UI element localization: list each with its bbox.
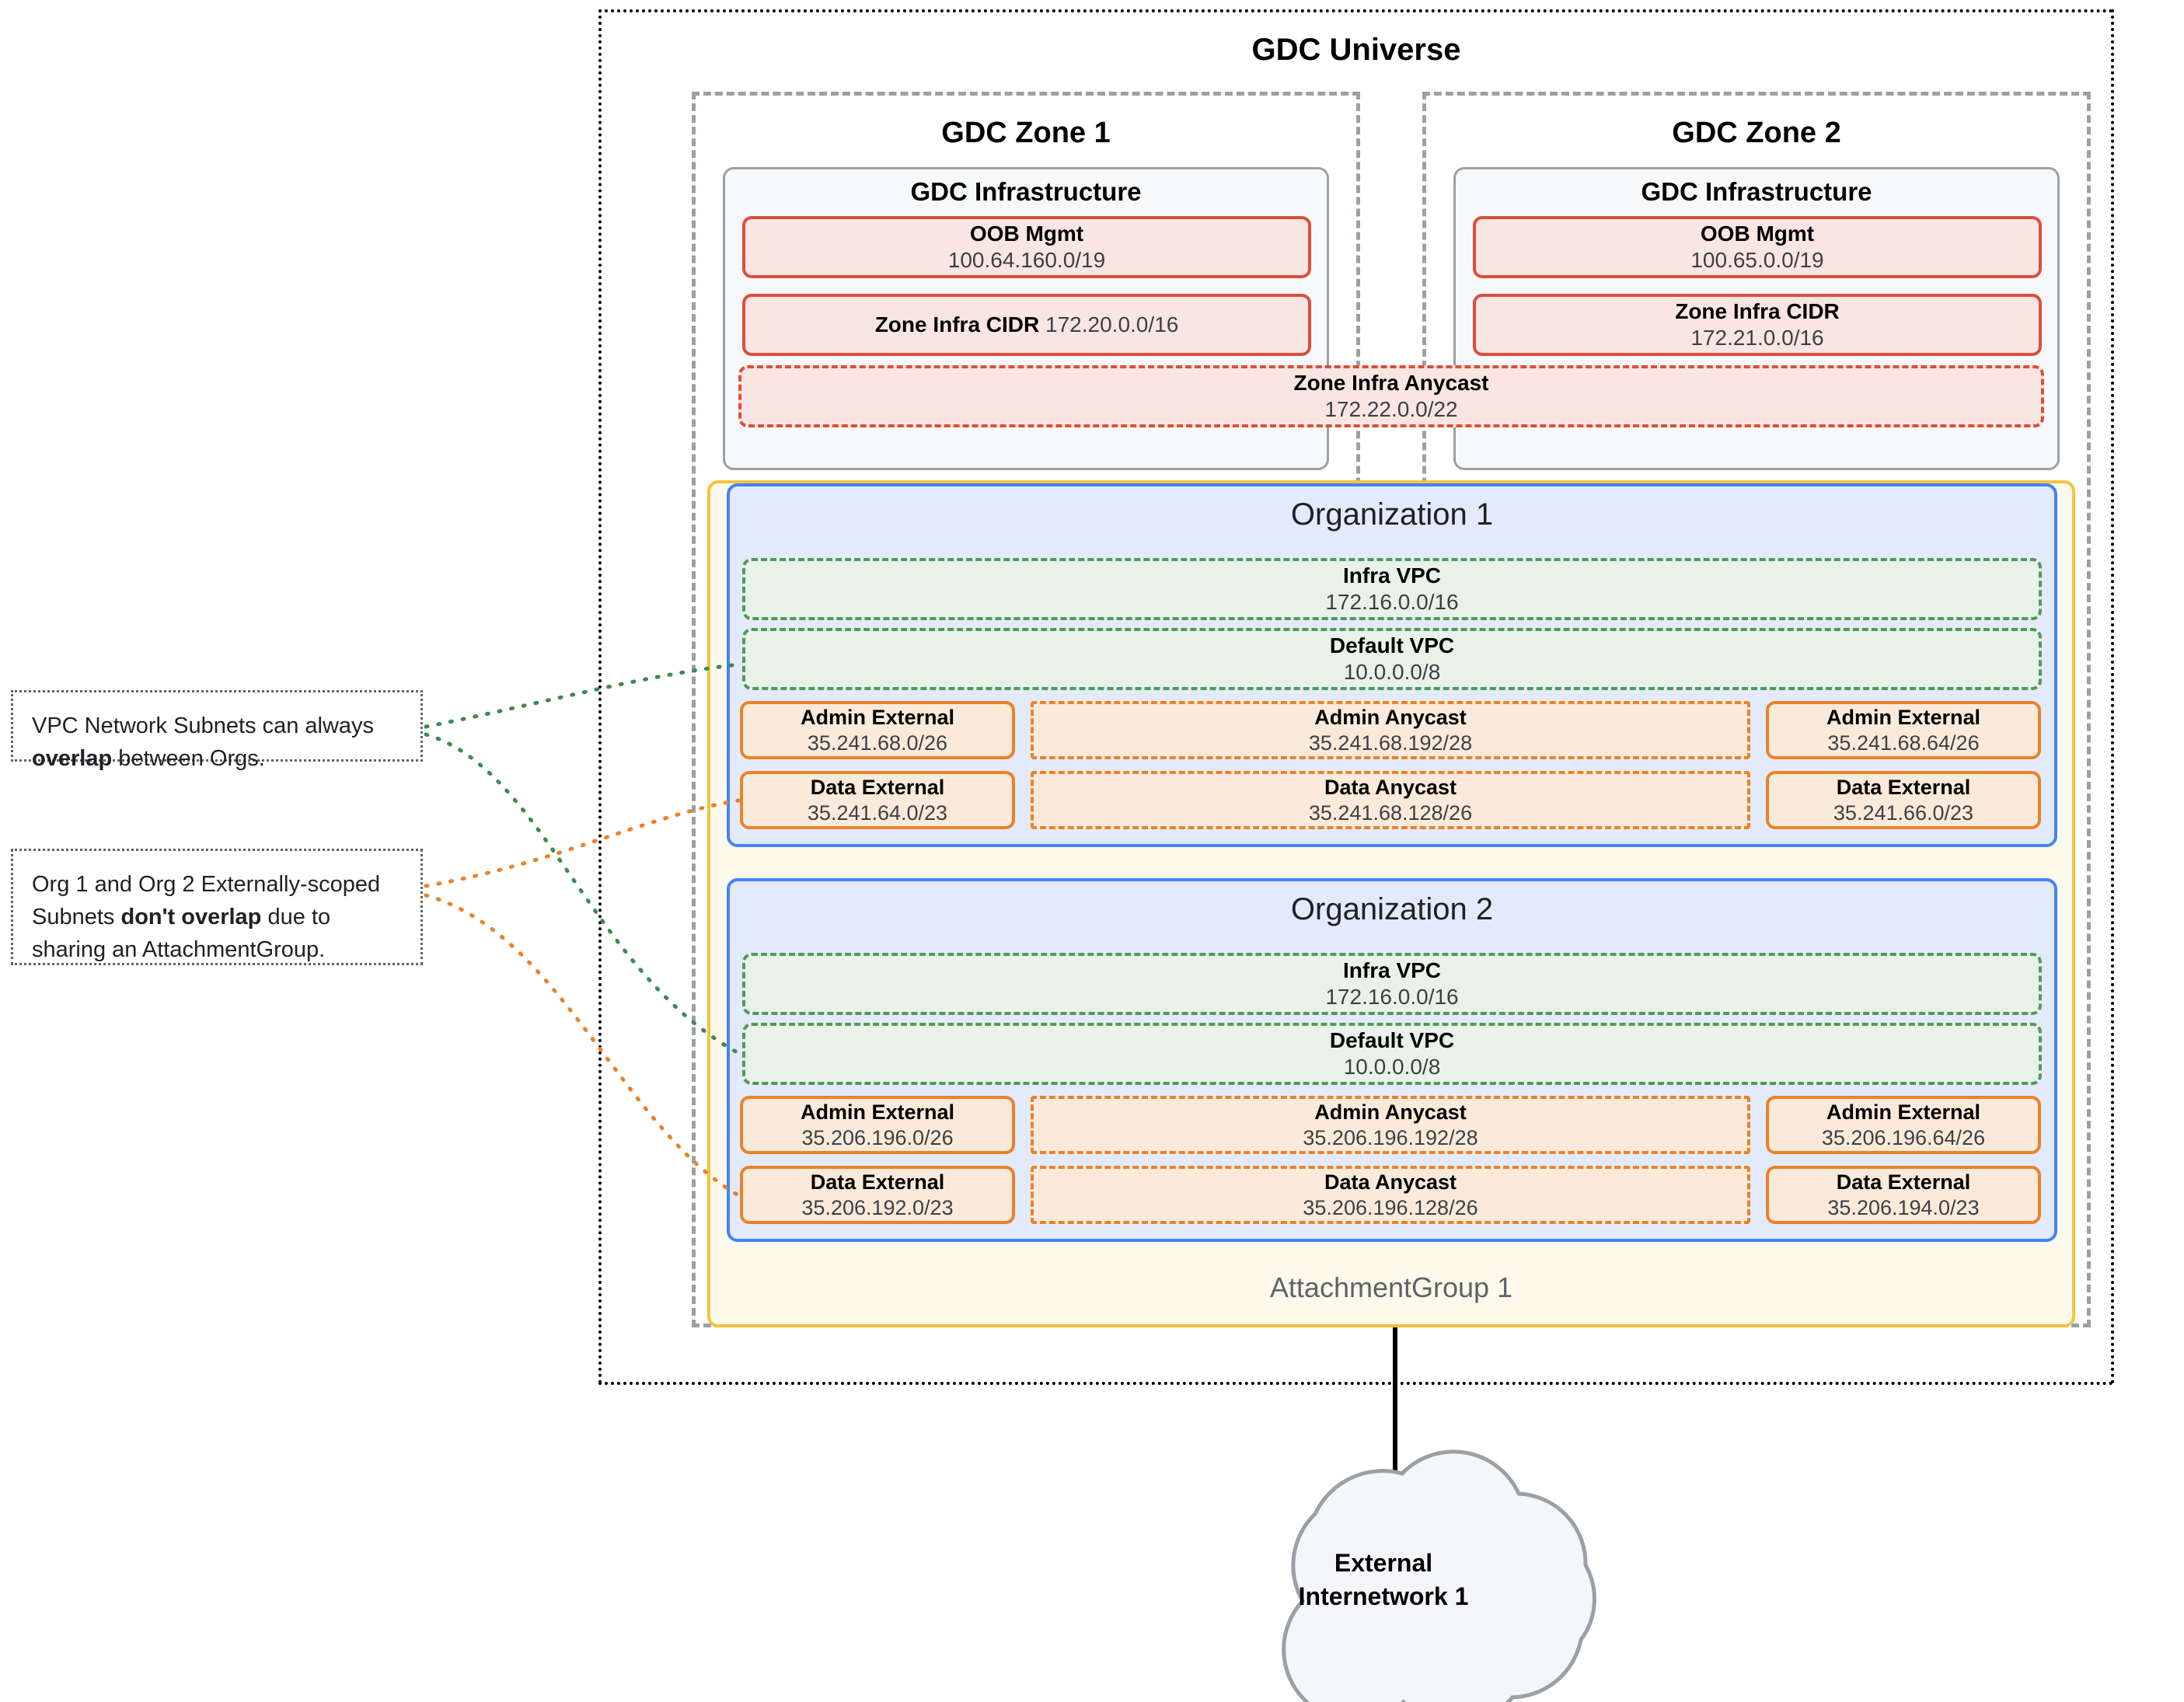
org1-data-external-right-cidr: 35.241.66.0/23 xyxy=(1833,800,1974,825)
org2-admin-external-left-cidr: 35.206.196.0/26 xyxy=(801,1125,954,1149)
note-vpc-overlap: VPC Network Subnets can always overlap b… xyxy=(11,690,423,771)
org2-admin-anycast-cidr: 35.206.196.192/28 xyxy=(1303,1125,1478,1149)
org2-admin-external-left-label: Admin External xyxy=(800,1100,955,1125)
org1-admin-external-right-cidr: 35.241.68.64/26 xyxy=(1827,731,1980,755)
external-internetwork-label: External Internetwork 1 xyxy=(1251,1547,1516,1613)
gdc-zone-2-title: GDC Zone 2 xyxy=(1672,117,1841,149)
zone-infra-cidr-value-zone-1: 172.20.0.0/16 xyxy=(1045,312,1179,337)
oob-mgmt-label-zone-1: OOB Mgmt xyxy=(969,221,1084,246)
org1-admin-external-right-box: Admin External 35.241.68.64/26 xyxy=(1766,701,2041,759)
gdc-universe-title: GDC Universe xyxy=(1251,33,1461,67)
zone-infra-cidr-value-zone-2: 172.21.0.0/16 xyxy=(1690,326,1824,350)
org2-data-external-right-cidr: 35.206.194.0/23 xyxy=(1827,1195,1980,1219)
org2-admin-external-right-cidr: 35.206.196.64/26 xyxy=(1821,1125,1986,1149)
org2-admin-anycast-label: Admin Anycast xyxy=(1314,1100,1467,1125)
note-vpc-overlap-prefix: VPC Network Subnets can always xyxy=(32,713,375,738)
org2-data-external-right-box: Data External 35.206.194.0/23 xyxy=(1766,1166,2041,1224)
org1-data-external-left-cidr: 35.241.64.0/23 xyxy=(807,800,948,825)
oob-mgmt-cidr-zone-1: 100.64.160.0/19 xyxy=(947,248,1106,272)
org1-data-external-left-label: Data External xyxy=(810,776,945,800)
zone-infra-cidr-box-zone-1: Zone Infra CIDR 172.20.0.0/16 xyxy=(742,294,1311,356)
org1-admin-external-left-cidr: 35.241.68.0/26 xyxy=(807,731,948,755)
org1-infra-vpc-cidr: 172.16.0.0/16 xyxy=(1325,590,1459,614)
zone-infra-anycast-label: Zone Infra Anycast xyxy=(1293,370,1489,395)
org2-admin-external-left-box: Admin External 35.206.196.0/26 xyxy=(740,1096,1015,1154)
org1-default-vpc-label: Default VPC xyxy=(1329,633,1455,657)
org2-default-vpc-box: Default VPC 10.0.0.0/8 xyxy=(742,1023,2042,1085)
org1-data-anycast-label: Data Anycast xyxy=(1324,776,1457,800)
org2-infra-vpc-label: Infra VPC xyxy=(1342,957,1442,982)
org1-data-external-right-box: Data External 35.241.66.0/23 xyxy=(1766,771,2041,829)
org1-admin-anycast-label: Admin Anycast xyxy=(1314,706,1467,730)
org1-admin-anycast-box: Admin Anycast 35.241.68.192/28 xyxy=(1031,701,1750,759)
external-internetwork-line1: External xyxy=(1334,1549,1433,1577)
org2-data-external-left-cidr: 35.206.192.0/23 xyxy=(801,1195,954,1219)
org2-infra-vpc-cidr: 172.16.0.0/16 xyxy=(1325,985,1459,1009)
org1-infra-vpc-label: Infra VPC xyxy=(1342,563,1442,588)
note-vpc-overlap-suffix: between Orgs. xyxy=(112,746,265,772)
org1-data-external-left-box: Data External 35.241.64.0/23 xyxy=(740,771,1015,829)
org2-data-external-left-box: Data External 35.206.192.0/23 xyxy=(740,1166,1015,1224)
note-external-no-overlap-prefix: Org 1 and Org 2 Externally-scoped Subnet… xyxy=(32,872,381,930)
org1-data-anycast-box: Data Anycast 35.241.68.128/26 xyxy=(1031,771,1750,829)
org2-data-external-left-label: Data External xyxy=(810,1170,945,1195)
organization-1-title: Organization 1 xyxy=(1290,497,1494,532)
org2-infra-vpc-box: Infra VPC 172.16.0.0/16 xyxy=(742,953,2042,1015)
zone-infra-cidr-label-zone-2: Zone Infra CIDR xyxy=(1675,298,1840,323)
note-external-no-overlap-suffix: due to sharing an AttachmentGroup. xyxy=(32,905,331,963)
external-internetwork-line2: Internetwork 1 xyxy=(1298,1582,1469,1611)
zone-infra-cidr-box-zone-2: Zone Infra CIDR 172.21.0.0/16 xyxy=(1473,294,2042,356)
org1-admin-external-left-box: Admin External 35.241.68.0/26 xyxy=(740,701,1015,759)
note-vpc-overlap-emphasis: overlap xyxy=(32,746,113,772)
org1-admin-anycast-cidr: 35.241.68.192/28 xyxy=(1308,731,1473,755)
org2-admin-anycast-box: Admin Anycast 35.206.196.192/28 xyxy=(1031,1096,1750,1154)
oob-mgmt-box-zone-2: OOB Mgmt 100.65.0.0/19 xyxy=(1473,216,2042,278)
zone-infra-anycast-box: Zone Infra Anycast 172.22.0.0/22 xyxy=(738,365,2044,427)
org2-admin-external-right-label: Admin External xyxy=(1826,1100,1981,1125)
org2-data-external-right-label: Data External xyxy=(1836,1170,1971,1195)
org2-data-anycast-cidr: 35.206.196.128/26 xyxy=(1303,1195,1478,1219)
note-external-no-overlap: Org 1 and Org 2 Externally-scoped Subnet… xyxy=(11,849,423,965)
oob-mgmt-cidr-zone-2: 100.65.0.0/19 xyxy=(1690,248,1824,272)
org1-default-vpc-box: Default VPC 10.0.0.0/8 xyxy=(742,628,2042,690)
org1-default-vpc-cidr: 10.0.0.0/8 xyxy=(1343,660,1441,684)
org2-admin-external-right-box: Admin External 35.206.196.64/26 xyxy=(1766,1096,2041,1154)
org1-admin-external-left-label: Admin External xyxy=(800,706,955,730)
zone-infra-cidr-inline-zone-1: Zone Infra CIDR 172.20.0.0/16 xyxy=(875,312,1179,338)
org2-data-anycast-label: Data Anycast xyxy=(1324,1170,1457,1195)
org1-data-external-right-label: Data External xyxy=(1836,776,1971,800)
zone-infra-cidr-label-zone-1: Zone Infra CIDR xyxy=(874,312,1040,337)
oob-mgmt-label-zone-2: OOB Mgmt xyxy=(1700,221,1815,246)
org2-data-anycast-box: Data Anycast 35.206.196.128/26 xyxy=(1031,1166,1750,1224)
org1-admin-external-right-label: Admin External xyxy=(1826,706,1981,730)
zone-infra-anycast-cidr: 172.22.0.0/22 xyxy=(1324,397,1458,421)
gdc-zone-1-title: GDC Zone 1 xyxy=(941,117,1111,149)
org2-default-vpc-cidr: 10.0.0.0/8 xyxy=(1343,1055,1441,1079)
attachment-group-label: AttachmentGroup 1 xyxy=(1269,1271,1513,1303)
note-external-no-overlap-emphasis: don't overlap xyxy=(120,905,262,930)
organization-2-title: Organization 2 xyxy=(1290,892,1494,926)
org1-infra-vpc-box: Infra VPC 172.16.0.0/16 xyxy=(742,558,2042,620)
gdc-infrastructure-title-zone-1: GDC Infrastructure xyxy=(910,177,1142,206)
oob-mgmt-box-zone-1: OOB Mgmt 100.64.160.0/19 xyxy=(742,216,1311,278)
org1-data-anycast-cidr: 35.241.68.128/26 xyxy=(1308,800,1473,825)
org2-default-vpc-label: Default VPC xyxy=(1329,1027,1455,1052)
gdc-infrastructure-title-zone-2: GDC Infrastructure xyxy=(1641,177,1872,206)
